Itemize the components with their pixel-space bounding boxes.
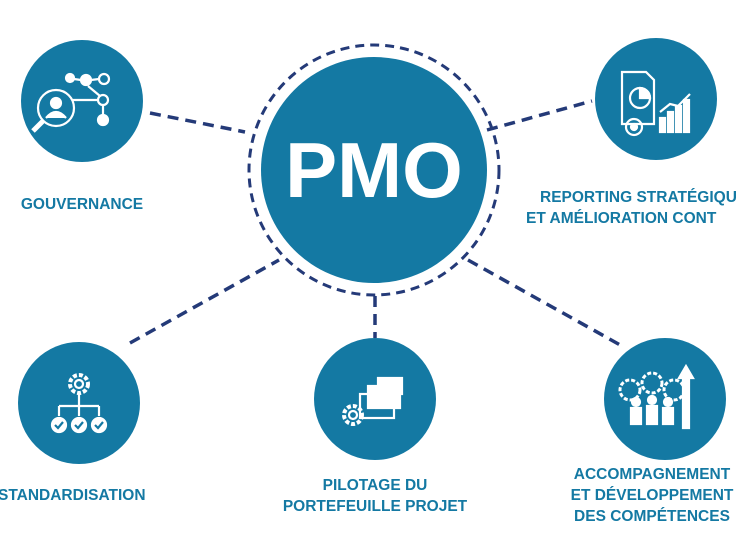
connector-standardisation [129,258,280,345]
label-gouvernance: GOUVERNANCE [21,196,143,213]
label-accompagnement-line-3: DES COMPÉTENCES [574,508,730,525]
connector-reporting [486,99,593,132]
report-chart-gear-icon [620,70,691,137]
node-reporting [595,38,717,160]
label-reporting-line-2: ET AMÉLIORATION CONT [526,210,717,227]
label-pilotage-line-2: PORTEFEUILLE PROJET [283,498,468,515]
gear-hierarchy-checks-icon [50,373,108,434]
connector-gouvernance [149,111,246,134]
node-gouvernance [21,40,143,162]
label-pilotage: PILOTAGE DU PORTEFEUILLE PROJET [283,477,468,515]
center-circle [261,57,487,283]
label-pilotage-line-1: PILOTAGE DU [323,477,428,494]
people-network-magnifier-icon [31,72,111,133]
connector-accompagnement [467,258,623,348]
center-label: PMO [285,126,463,214]
label-accompagnement-line-1: ACCOMPAGNEMENT [574,466,731,483]
center-node: PMO [247,43,501,297]
node-pilotage [314,338,436,460]
label-accompagnement: ACCOMPAGNEMENT ET DÉVELOPPEMENT DES COMP… [571,466,734,525]
label-standardisation: STANDARDISATION [0,487,146,504]
node-accompagnement [604,338,726,460]
center-dashed-ring [247,43,501,297]
node-reporting-circle [595,38,717,160]
label-accompagnement-line-2: ET DÉVELOPPEMENT [571,487,734,504]
connectors [129,99,623,348]
label-reporting-line-1: REPORTING STRATÉGIQU [540,189,737,206]
briefcases-gear-icon [342,376,404,426]
label-reporting: REPORTING STRATÉGIQU ET AMÉLIORATION CON… [526,189,737,227]
team-gears-growth-icon [618,363,695,430]
node-standardisation [18,342,140,464]
